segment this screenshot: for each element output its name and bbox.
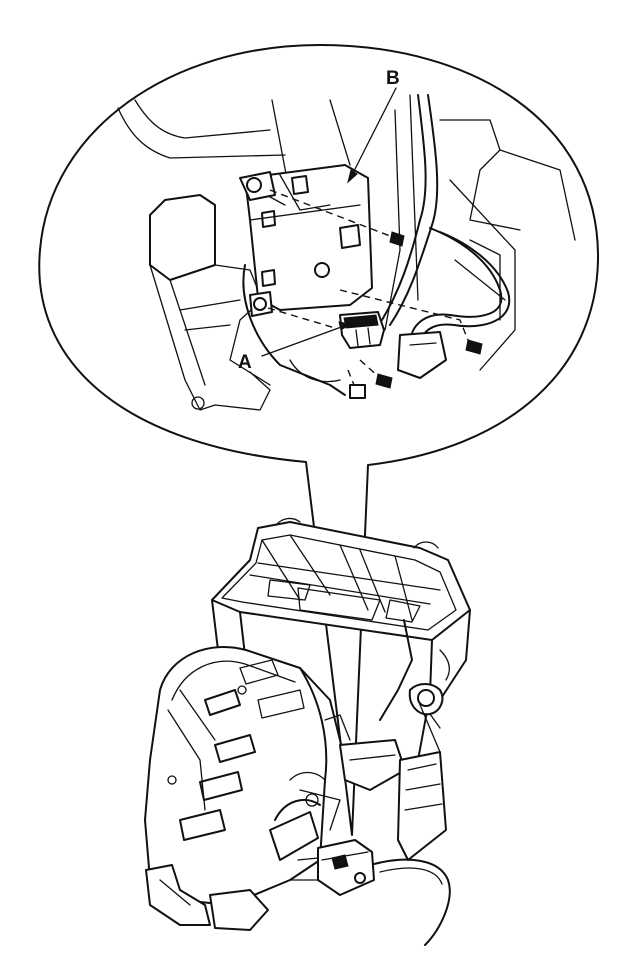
callout-b-label: B: [386, 68, 400, 89]
heater-unit: [144, 517, 471, 946]
callout-a-label: A: [238, 352, 252, 373]
detail-view: [117, 94, 576, 411]
callout-b: B: [347, 68, 400, 184]
callout-a: A: [238, 321, 352, 373]
